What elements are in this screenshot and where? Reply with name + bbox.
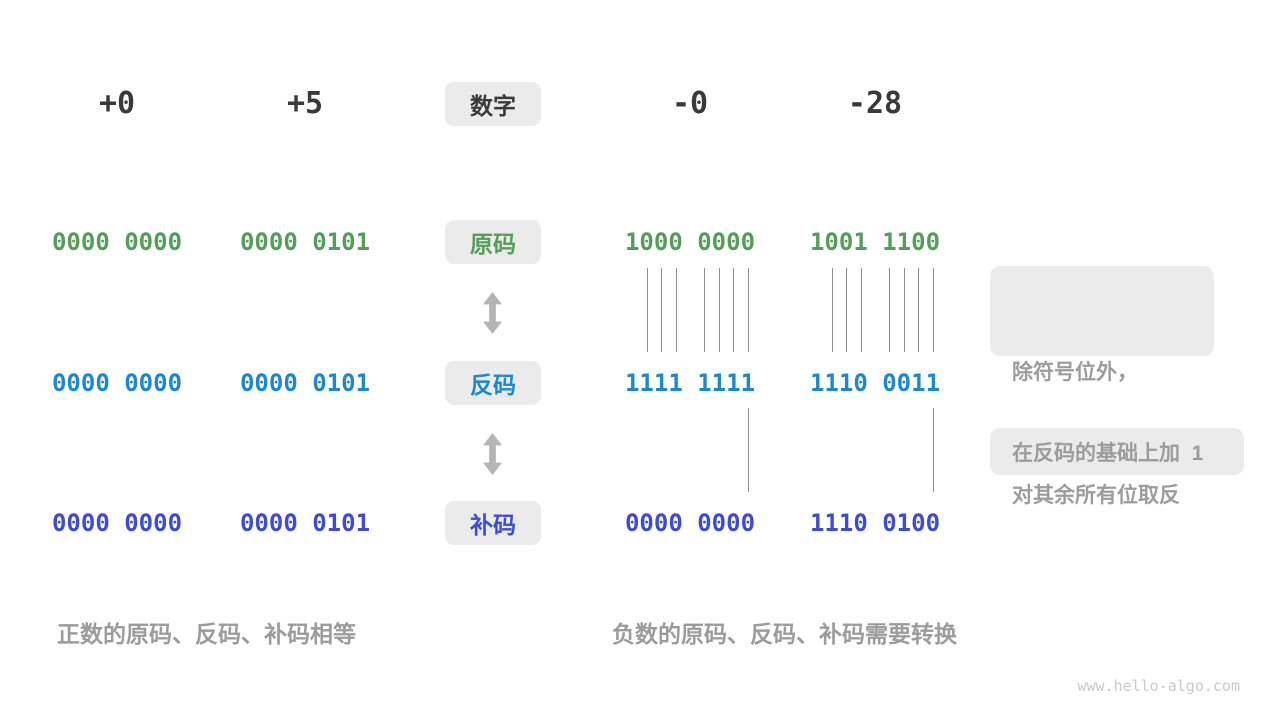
add-one-line xyxy=(748,408,749,492)
invert-tick-line xyxy=(719,268,720,352)
invert-tick-line xyxy=(861,268,862,352)
ones-complement-chip-label: 反码 xyxy=(470,372,516,398)
ones-complement-value-minus0: 1111 1111 xyxy=(624,369,756,397)
sign-magnitude-chip-label: 原码 xyxy=(470,231,516,257)
invert-tick-line xyxy=(748,268,749,352)
invert-tick-line xyxy=(676,268,677,352)
sign-magnitude-value-plus5: 0000 0101 xyxy=(239,228,371,256)
twos-complement-value-plus0: 0000 0000 xyxy=(51,509,183,537)
invert-note-line2: 对其余所有位取反 xyxy=(1012,484,1180,507)
invert-tick-line xyxy=(647,268,648,352)
negative-numbers-caption: 负数的原码、反码、补码需要转换 xyxy=(612,621,957,647)
invert-tick-line xyxy=(846,268,847,352)
invert-tick-line xyxy=(933,268,934,352)
twos-complement-value-minus28: 1110 0100 xyxy=(809,509,941,537)
twos-complement-chip: 补码 xyxy=(445,501,541,545)
up-down-arrow-icon xyxy=(482,433,503,475)
positive-numbers-caption: 正数的原码、反码、补码相等 xyxy=(57,621,356,647)
ones-complement-value-plus5: 0000 0101 xyxy=(239,369,371,397)
sign-magnitude-value-minus0: 1000 0000 xyxy=(624,228,756,256)
twos-complement-value-minus0: 0000 0000 xyxy=(624,509,756,537)
sign-magnitude-value-plus0: 0000 0000 xyxy=(51,228,183,256)
ones-complement-chip: 反码 xyxy=(445,361,541,405)
header-number-plus0: +0 xyxy=(98,86,136,121)
invert-tick-line xyxy=(704,268,705,352)
add-one-line xyxy=(933,408,934,492)
twos-complement-chip-label: 补码 xyxy=(470,512,516,538)
ones-complement-value-minus28: 1110 0011 xyxy=(809,369,941,397)
site-watermark: www.hello-algo.com xyxy=(1077,677,1240,695)
add-one-note-box: 在反码的基础上加 1 xyxy=(990,428,1244,475)
twos-complement-value-plus5: 0000 0101 xyxy=(239,509,371,537)
invert-tick-line xyxy=(832,268,833,352)
invert-tick-line xyxy=(661,268,662,352)
ones-complement-value-plus0: 0000 0000 xyxy=(51,369,183,397)
add-one-note-text: 在反码的基础上加 1 xyxy=(1012,441,1204,465)
invert-note-box: 除符号位外， 对其余所有位取反 xyxy=(990,266,1214,507)
header-label-chip: 数字 xyxy=(445,82,541,126)
header-number-minus0: -0 xyxy=(671,86,709,121)
invert-tick-line xyxy=(889,268,890,352)
sign-magnitude-value-minus28: 1001 1100 xyxy=(809,228,941,256)
invert-tick-line xyxy=(904,268,905,352)
invert-tick-line xyxy=(918,268,919,352)
header-number-minus28: -28 xyxy=(847,86,903,121)
header-number-plus5: +5 xyxy=(286,86,324,121)
invert-note-line1: 除符号位外， xyxy=(1012,361,1138,384)
invert-tick-line xyxy=(733,268,734,352)
sign-magnitude-chip: 原码 xyxy=(445,220,541,264)
header-label-text: 数字 xyxy=(470,93,516,119)
up-down-arrow-icon xyxy=(482,292,503,334)
